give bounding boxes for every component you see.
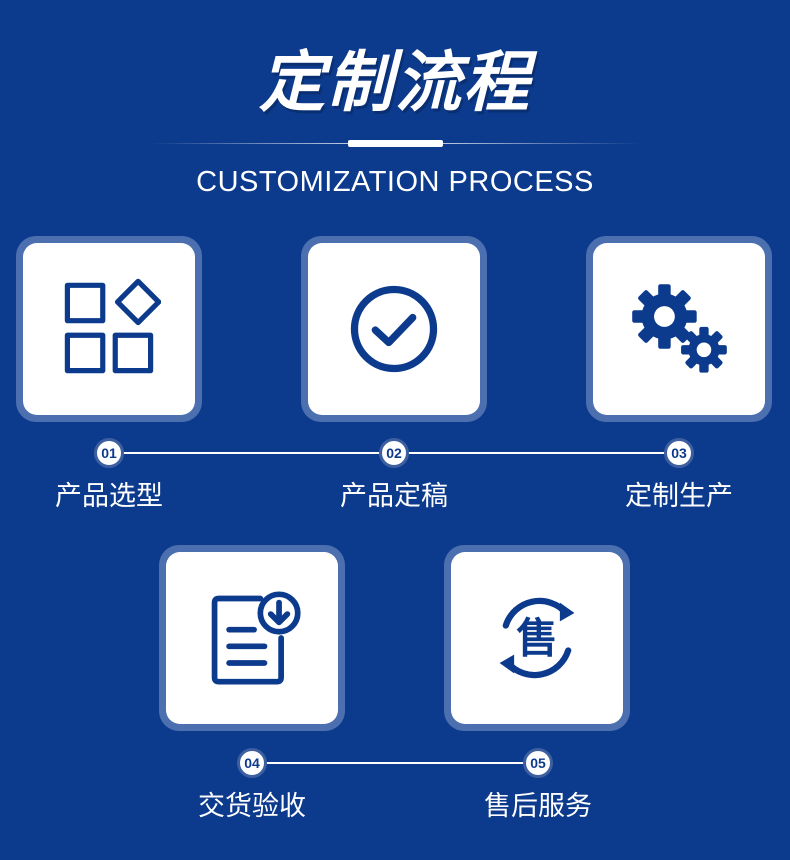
step-card-product-selection: [16, 236, 202, 422]
page-subtitle: CUSTOMIZATION PROCESS: [196, 166, 594, 198]
step-number-badge: 05: [523, 748, 553, 778]
after-sales-glyph: 售: [516, 614, 558, 663]
step-card-product-finalization: [301, 236, 487, 422]
title-divider-bar: [348, 140, 443, 147]
step-number-badge: 04: [237, 748, 267, 778]
step-number-badge: 03: [664, 438, 694, 468]
step-label: 产品选型: [55, 481, 163, 512]
after-sales-icon: 售: [499, 597, 575, 679]
page-title: 定制流程: [259, 44, 531, 121]
step-card-delivery-acceptance: [159, 545, 345, 731]
step-label: 售后服务: [484, 791, 592, 822]
step-number-badge: 01: [94, 438, 124, 468]
document-download-icon: [211, 591, 301, 685]
step-number-badge: 02: [379, 438, 409, 468]
check-circle-icon: [350, 285, 438, 373]
step-card-after-sales-service: 售: [444, 545, 630, 731]
step-label: 交货验收: [198, 791, 306, 822]
step-label: 定制生产: [625, 481, 733, 512]
step-card-custom-production: [586, 236, 772, 422]
process-track-row-2: [252, 762, 538, 764]
gears-icon: [632, 284, 727, 373]
step-label: 产品定稿: [340, 481, 448, 512]
grid-icon: [64, 278, 161, 374]
